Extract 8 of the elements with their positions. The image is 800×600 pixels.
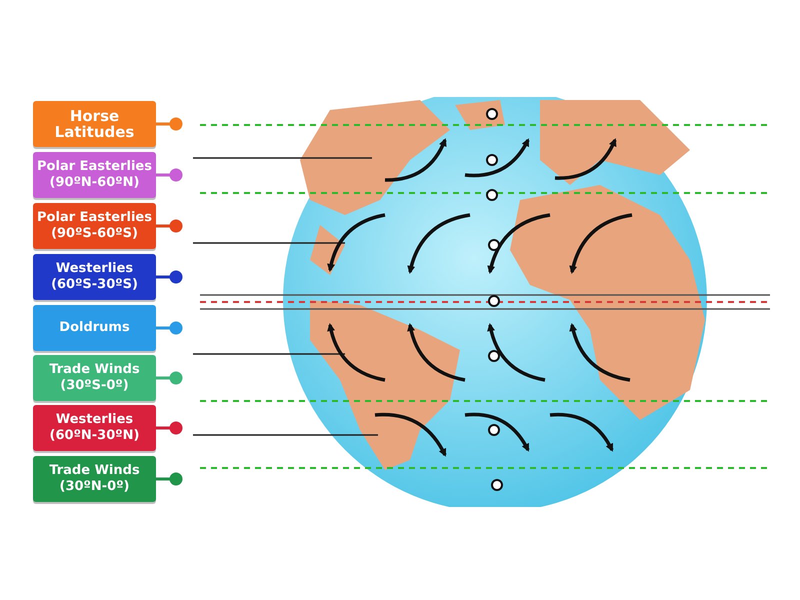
label-tile: Horse Latitudes xyxy=(33,101,156,147)
label-tile: Polar Easterlies (90ºN-60ºN) xyxy=(33,152,156,198)
label-tile: Polar Easterlies (90ºS-60ºS) xyxy=(33,203,156,249)
label-tile: Trade Winds (30ºN-0º) xyxy=(33,456,156,502)
label-tile: Westerlies (60ºN-30ºN) xyxy=(33,405,156,451)
label-tile: Westerlies (60ºS-30ºS) xyxy=(33,254,156,300)
label-tile: Trade Winds (30ºS-0º) xyxy=(33,355,156,401)
label-tile: Doldrums xyxy=(33,305,156,351)
